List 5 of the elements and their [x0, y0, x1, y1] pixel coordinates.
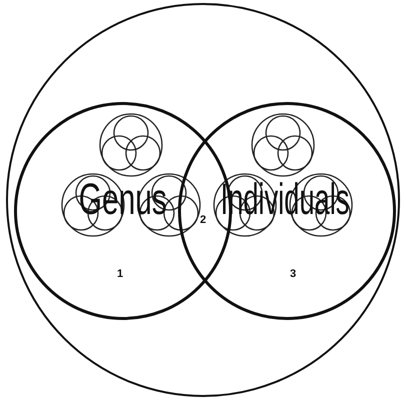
circle — [6, 3, 400, 397]
circle — [178, 102, 396, 320]
region-number: 2 — [200, 214, 206, 226]
region-number: 3 — [290, 268, 296, 280]
region-number: 1 — [117, 268, 124, 280]
